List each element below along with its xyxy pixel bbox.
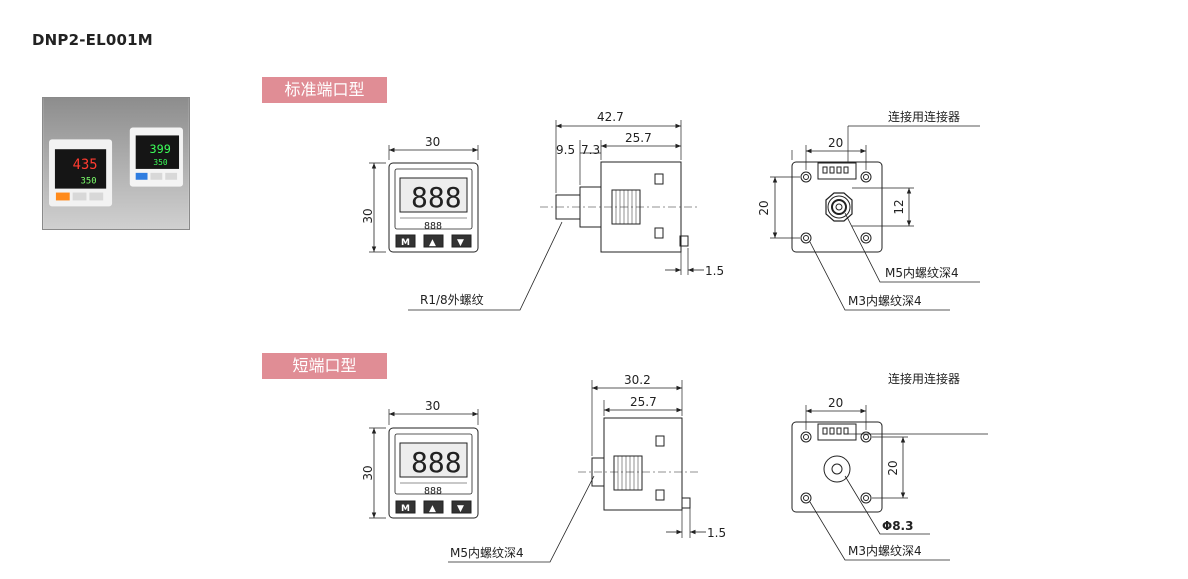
thread-callout-standard: R1/8外螺纹 bbox=[420, 293, 484, 307]
side-body-dim: 25.7 bbox=[625, 131, 652, 145]
rear-height-dim-short: 20 bbox=[886, 460, 900, 475]
side-tab-dim-short: 1.5 bbox=[707, 526, 726, 540]
rear-view-standard bbox=[770, 125, 980, 311]
side-body-dim-short: 25.7 bbox=[630, 395, 657, 409]
front-display-digits-short: 888 bbox=[411, 446, 462, 479]
rear-width-dim-short: 20 bbox=[828, 396, 843, 410]
side-tab-dim: 1.5 bbox=[705, 264, 724, 278]
front-height-dim: 30 bbox=[361, 208, 375, 223]
up-button-label: ▲ bbox=[429, 238, 436, 248]
front-view-standard bbox=[369, 145, 479, 253]
photo-display-right: 399 bbox=[149, 142, 170, 156]
rear-width-dim: 20 bbox=[828, 136, 843, 150]
side-d2-dim: 7.3 bbox=[581, 143, 600, 157]
product-photo: 435 350 399 350 bbox=[42, 97, 190, 230]
down-button-label: ▼ bbox=[457, 238, 464, 248]
rear-port-offset-dim: 12 bbox=[892, 199, 906, 214]
thread-callout-short: M5内螺纹深4 bbox=[450, 546, 524, 560]
model-title: DNP2-EL001M bbox=[32, 31, 153, 49]
side-d1-dim: 9.5 bbox=[556, 143, 575, 157]
variant-label-standard-port: 标准端口型 bbox=[262, 77, 387, 103]
port-thread-callout-standard: M5内螺纹深4 bbox=[885, 266, 959, 280]
side-overall-dim: 42.7 bbox=[597, 110, 624, 124]
photo-display-right-sub: 350 bbox=[153, 158, 167, 167]
mount-thread-callout-standard: M3内螺纹深4 bbox=[848, 294, 922, 308]
front-sub-digits-short: 888 bbox=[424, 486, 442, 497]
front-height-dim-short: 30 bbox=[361, 465, 375, 480]
sensor-unit-right: 399 350 bbox=[129, 127, 183, 187]
side-view-standard bbox=[408, 120, 704, 311]
up-button-label-short: ▲ bbox=[429, 504, 436, 514]
connector-title-short: 连接用连接器 bbox=[888, 371, 960, 386]
rear-height-dim: 20 bbox=[757, 200, 771, 215]
side-view-short bbox=[448, 380, 706, 563]
port-diameter-dim: Φ8.3 bbox=[882, 519, 913, 533]
down-button-label-short: ▼ bbox=[457, 504, 464, 514]
sensor-unit-left: 435 350 bbox=[49, 139, 113, 207]
mount-thread-callout-short: M3内螺纹深4 bbox=[848, 544, 922, 558]
front-view-short bbox=[369, 409, 479, 519]
side-overall-dim-short: 30.2 bbox=[624, 373, 651, 387]
photo-display-left-sub: 350 bbox=[81, 177, 97, 187]
front-sub-digits-standard: 888 bbox=[424, 221, 442, 232]
rear-view-short bbox=[791, 405, 988, 561]
variant-label-short-port: 短端口型 bbox=[262, 353, 387, 379]
front-width-dim: 30 bbox=[425, 135, 440, 149]
mode-button-label: M bbox=[401, 238, 410, 248]
mode-button-label-short: M bbox=[401, 504, 410, 514]
front-display-digits-standard: 888 bbox=[411, 181, 462, 214]
connector-title-standard: 连接用连接器 bbox=[888, 109, 960, 124]
photo-display-left: 435 bbox=[73, 157, 98, 173]
front-width-dim-short: 30 bbox=[425, 399, 440, 413]
